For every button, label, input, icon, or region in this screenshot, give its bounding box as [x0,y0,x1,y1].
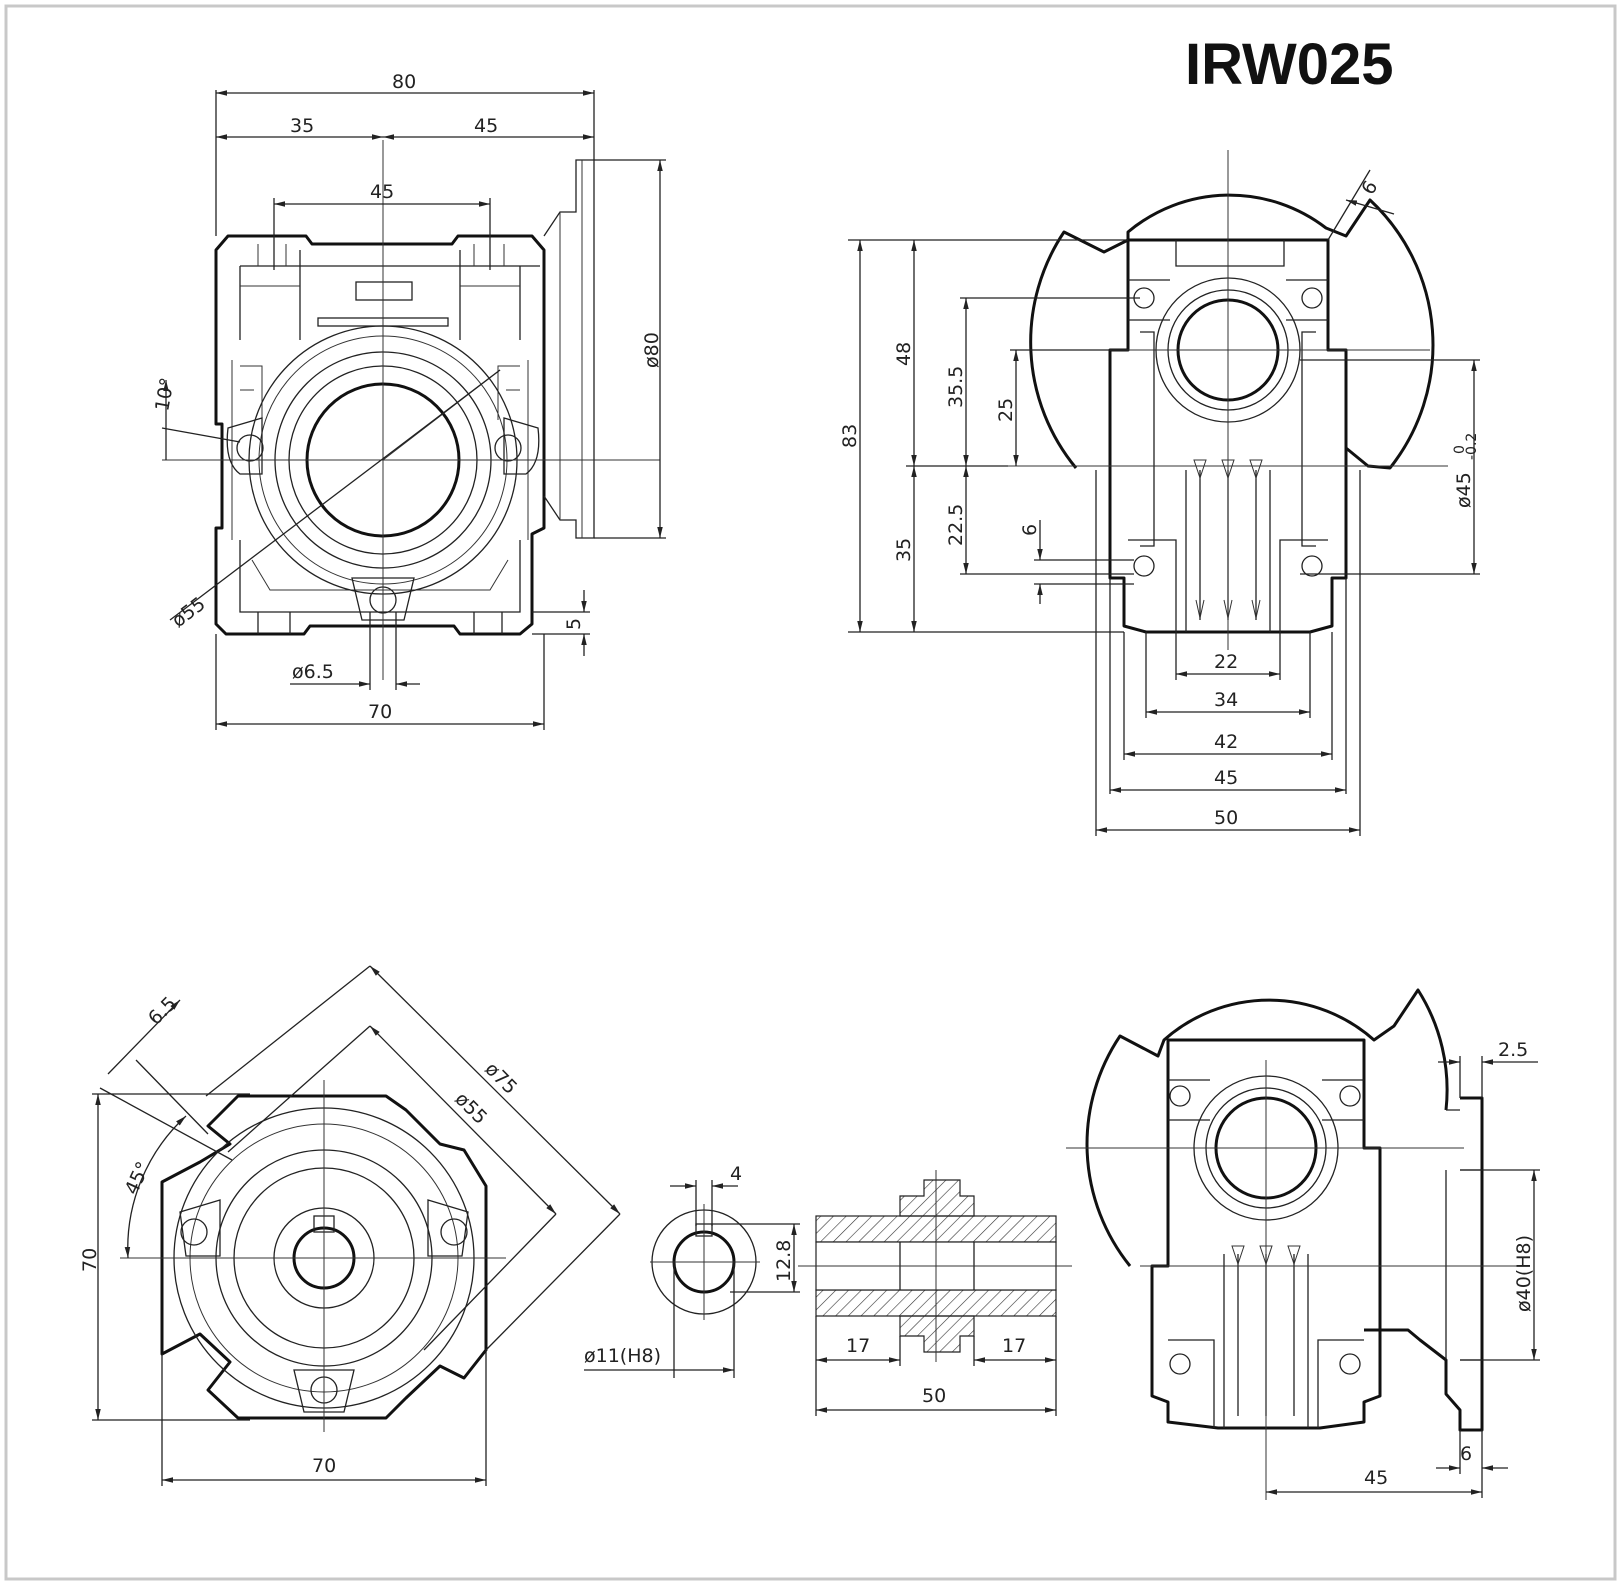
dim-front-left-part: 35 [290,115,314,137]
dim-side-width-42: 42 [1214,731,1238,753]
dim-side-shaft-offset: 25 [995,398,1017,422]
dim-shaft-total-length: 50 [922,1385,946,1407]
front-view: 80 35 45 45 ø80 10° ø55 ø6.5 5 [151,71,666,730]
side-view: 6 83 48 35 35.5 22.5 25 6 ø45 0 -0.2 [839,150,1480,836]
dim-side-total-height: 83 [839,424,861,448]
shaft-detail: 4 12.8 ø11(H8) 17 17 50 [584,1163,1072,1416]
dim-input-axis-distance: 45 [1364,1467,1388,1489]
dim-shaft-left-length: 17 [846,1335,870,1357]
dim-flange-outer-circle: ø75 [480,1058,521,1099]
dim-input-pilot-diameter: ø40(H8) [1513,1235,1535,1312]
dim-side-width-45: 45 [1214,767,1238,789]
dim-side-width-50: 50 [1214,807,1238,829]
dim-side-axis-offset-upper: 35.5 [945,366,967,408]
dim-front-bolt-circle: ø55 [168,593,210,632]
dim-side-upper-height: 48 [893,342,915,366]
input-view: 2.5 ø40(H8) 6 45 [1066,988,1540,1500]
dim-side-width-22: 22 [1214,651,1238,673]
dim-input-flange-thickness: 6 [1460,1443,1472,1465]
page-border [4,4,1617,1581]
dim-shaft-bore: ø11(H8) [584,1345,661,1367]
dim-front-foot-height: 5 [563,618,585,630]
dim-shaft-key-width: 4 [730,1163,742,1185]
dim-front-angle: 10° [151,376,179,413]
dim-side-hub-tol-lower: -0.2 [1464,433,1480,460]
flange-view: 6.5 ø75 ø55 45° 70 70 [79,965,621,1486]
drawing-title: IRW025 [1185,32,1393,97]
dim-front-flange-diameter: ø80 [641,332,663,368]
dim-front-right-part: 45 [474,115,498,137]
dim-side-hub-diameter: ø45 [1453,472,1475,508]
dim-shaft-key-depth: 12.8 [773,1240,795,1282]
dim-flange-height: 70 [79,1248,101,1272]
dim-front-mount-holes: 45 [370,181,394,203]
dim-front-hole-diameter: ø6.5 [292,661,334,683]
dim-front-overall-width: 80 [392,71,416,93]
dim-side-base-thickness: 6 [1019,524,1041,536]
dim-side-slot: 6 [1357,177,1382,198]
dim-front-body-width: 70 [368,701,392,723]
dim-flange-bolt-circle: ø55 [450,1088,491,1129]
dim-side-lower-height: 35 [893,538,915,562]
dim-shaft-right-length: 17 [1002,1335,1026,1357]
dim-side-hub-tol-upper: 0 [1452,445,1468,454]
dim-input-flange-offset: 2.5 [1498,1039,1528,1061]
dim-side-width-34: 34 [1214,689,1238,711]
dim-flange-width: 70 [312,1455,336,1477]
dim-side-axis-offset-lower: 22.5 [945,504,967,546]
dim-flange-slot-width: 6.5 [144,993,181,1030]
dim-flange-angle: 45° [121,1158,155,1198]
